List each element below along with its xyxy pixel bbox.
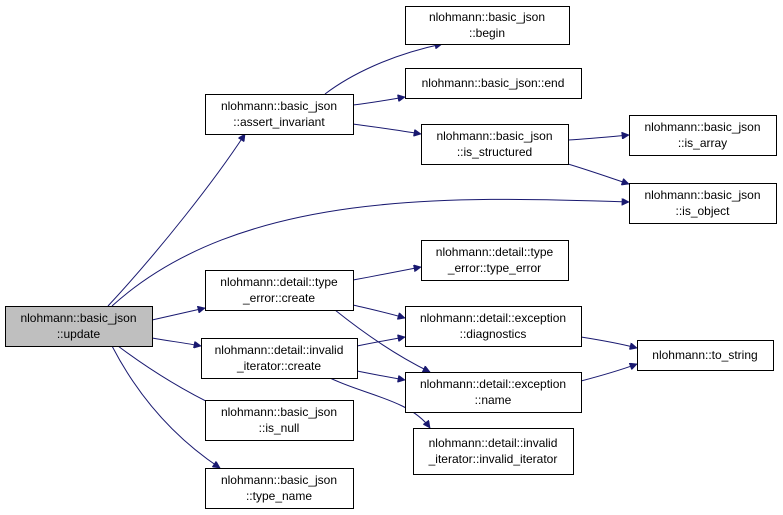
node-label-line: nlohmann::detail::type [220,275,338,289]
node-label-line: nlohmann::basic_json [429,10,545,24]
node-invalid-iterator-create[interactable]: nlohmann::detail::invalid_iterator::crea… [201,338,358,379]
node-label-line: nlohmann::detail::type [436,245,554,259]
node-is-structured[interactable]: nlohmann::basic_json::is_structured [421,124,569,165]
edge-update-to-invalid_iterator_create [151,337,201,346]
node-label-line: ::name [475,393,512,407]
edge-assert_invariant-to-is_structured [352,123,421,134]
edge-diagnostics-to-to_string [580,336,637,348]
node-is-null[interactable]: nlohmann::basic_json::is_null [205,400,354,441]
node-box [629,115,777,156]
node-label-line: ::type_name [246,489,312,503]
node-box [421,240,569,281]
edge-type_error_create-to-type_error_ctor [352,267,421,281]
node-box [205,94,354,135]
node-type-error-ctor[interactable]: nlohmann::detail::type_error::type_error [421,240,569,281]
node-is-object[interactable]: nlohmann::basic_json::is_object [629,183,777,224]
node-box [637,340,774,371]
node-box [205,468,354,509]
node-label-line: ::is_array [678,136,727,150]
node-box [413,428,574,475]
node-label-line: _iterator::create [236,359,321,373]
node-label-line: nlohmann::detail::exception [420,311,566,325]
node-label-line: nlohmann::basic_json [20,311,136,325]
node-diagnostics[interactable]: nlohmann::detail::exception::diagnostics [405,306,582,347]
edge-exception_name-to-to_string [580,364,637,382]
node-label-line: nlohmann::basic_json [221,99,337,113]
node-to-string[interactable]: nlohmann::to_string [637,340,774,371]
node-invalid-iterator-ctor[interactable]: nlohmann::detail::invalid_iterator::inva… [413,428,574,475]
edges [107,44,637,468]
node-label-line: nlohmann::basic_json [221,405,337,419]
node-box [5,306,153,347]
node-label-line: ::diagnostics [460,327,527,341]
node-label-line: nlohmann::detail::invalid [429,436,558,450]
edge-update-to-type_error_create [151,308,205,321]
edge-invalid_iterator_create-to-invalid_iterator_ctor [329,377,430,428]
node-label-line: ::update [57,327,101,341]
nodes: nlohmann::basic_json::updatenlohmann::ba… [5,6,777,509]
node-box [405,6,570,45]
node-label-line: nlohmann::basic_json::end [422,76,565,90]
node-label-line: _iterator::invalid_iterator [428,452,558,466]
node-update: nlohmann::basic_json::update [5,306,153,347]
node-label-line: nlohmann::detail::invalid [215,343,344,357]
node-label-line: ::is_structured [457,145,532,159]
node-assert-invariant[interactable]: nlohmann::basic_json::assert_invariant [205,94,354,135]
node-type-error-create[interactable]: nlohmann::detail::type_error::create [205,270,354,311]
edge-update-to-type_name [111,345,220,468]
node-label-line: ::is_null [259,421,300,435]
node-type-name[interactable]: nlohmann::basic_json::type_name [205,468,354,509]
node-begin[interactable]: nlohmann::basic_json::begin [405,6,570,45]
node-box [405,68,582,99]
node-label-line: _error::create [242,291,315,305]
node-label-line: nlohmann::basic_json [436,129,552,143]
edge-update-to-assert_invariant [107,134,245,307]
node-label-line: ::is_object [675,204,730,218]
node-end[interactable]: nlohmann::basic_json::end [405,68,582,99]
edge-is_structured-to-is_object [567,163,629,184]
node-label-line: nlohmann::basic_json [644,120,760,134]
edge-invalid_iterator_create-to-diagnostics [356,337,405,347]
edge-update-to-is_object [111,199,629,307]
node-box [205,270,354,311]
node-box [201,338,358,379]
node-box [405,372,582,413]
node-label-line: nlohmann::detail::exception [420,377,566,391]
node-label-line: ::assert_invariant [233,115,325,129]
edge-invalid_iterator_create-to-exception_name [356,370,405,380]
node-box [405,306,582,347]
node-label-line: nlohmann::to_string [652,348,757,362]
edge-type_error_create-to-diagnostics [352,304,405,318]
node-box [421,124,569,165]
edge-is_structured-to-is_array [567,135,629,141]
node-label-line: nlohmann::basic_json [644,188,760,202]
node-is-array[interactable]: nlohmann::basic_json::is_array [629,115,777,156]
node-box [205,400,354,441]
node-label-line: ::begin [469,26,505,40]
edge-assert_invariant-to-end [352,97,405,106]
node-exception-name[interactable]: nlohmann::detail::exception::name [405,372,582,413]
node-label-line: nlohmann::basic_json [221,473,337,487]
edge-assert_invariant-to-begin [324,44,442,95]
node-label-line: _error::type_error [447,261,541,275]
node-box [629,183,777,224]
